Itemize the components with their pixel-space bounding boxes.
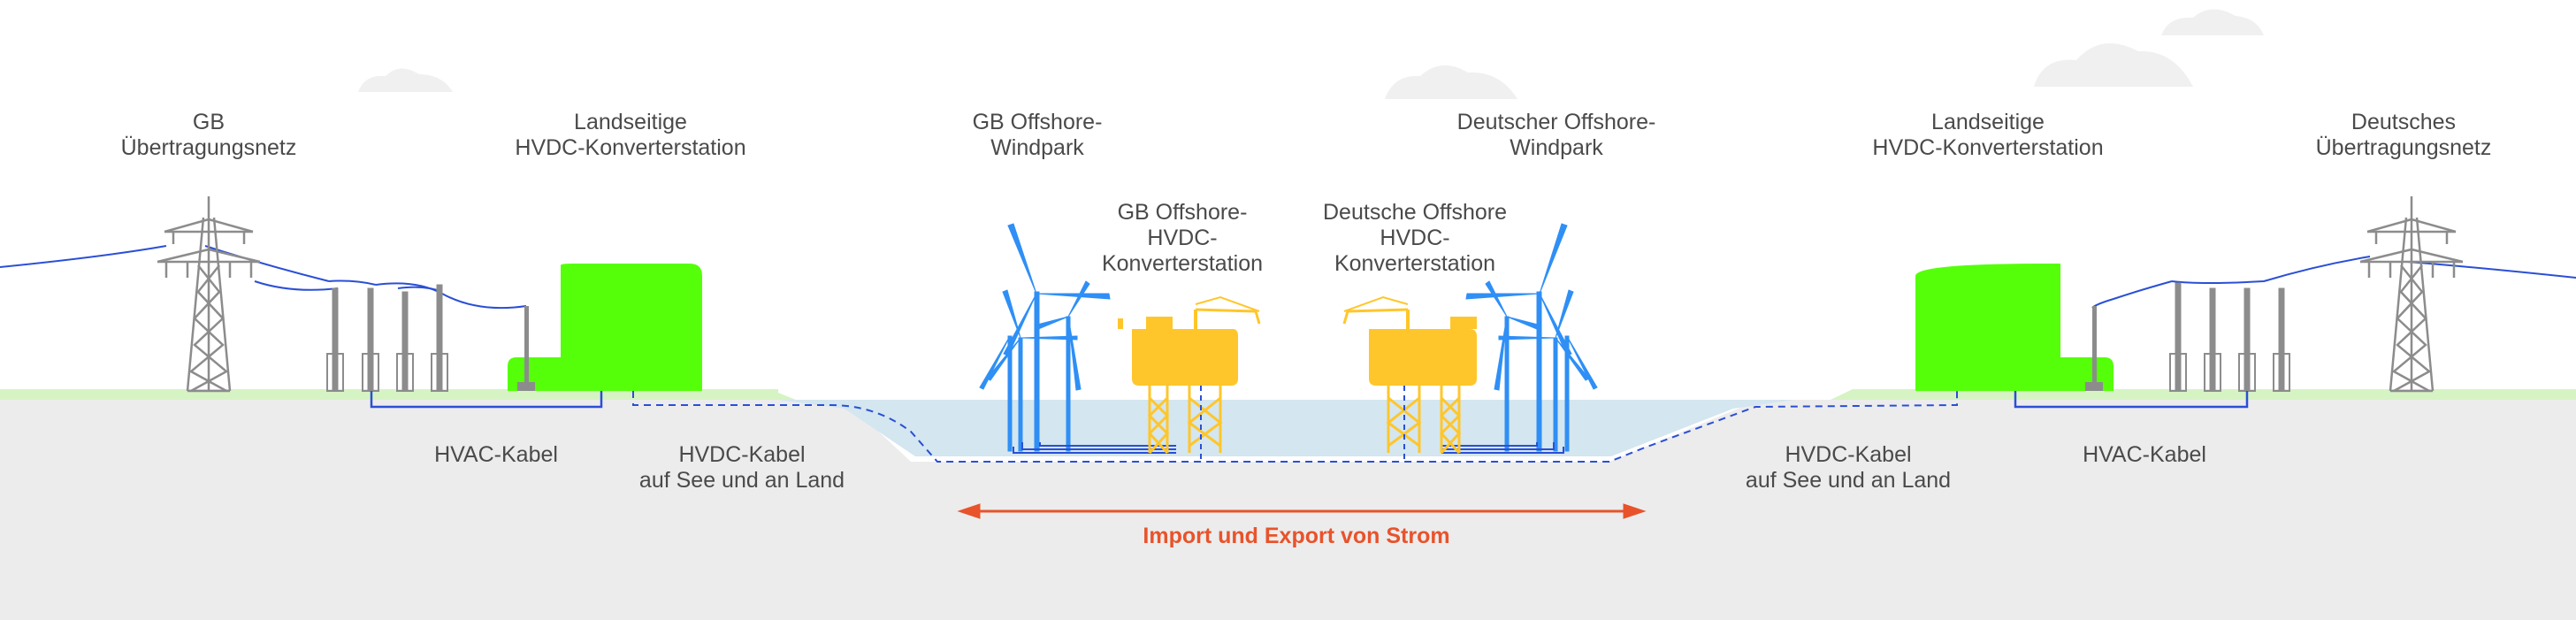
grass-left-slope	[743, 389, 796, 400]
label-line: Landseitige	[574, 110, 687, 134]
label-right-hvac-cable: HVAC-Kabel	[2083, 442, 2206, 468]
wind-park-de	[1441, 223, 1598, 454]
label-line: Windpark	[990, 135, 1084, 160]
label-line: GB	[192, 110, 225, 134]
label-de-grid: Deutsches Übertragungsnetz	[2316, 110, 2492, 161]
cloud-small-right	[2161, 9, 2264, 35]
pylon-right	[2359, 196, 2464, 393]
label-left-onshore-station: Landseitige HVDC-Konverterstation	[515, 110, 745, 161]
label-line: HVDC-	[1147, 226, 1218, 250]
label-line: Konverterstation	[1101, 251, 1264, 276]
label-line: Deutsche Offshore	[1323, 200, 1507, 225]
label-line: Deutscher Offshore-	[1456, 110, 1656, 134]
label-line: Landseitige	[1931, 110, 2045, 134]
label-line: HVDC-Kabel	[678, 442, 806, 467]
label-line: Übertragungsnetz	[2315, 135, 2492, 160]
label-line: GB Offshore-	[1117, 200, 1248, 225]
overhead-line-right	[2091, 256, 2576, 309]
overhead-line-left	[0, 245, 527, 310]
label-line: HVDC-Konverterstation	[1872, 135, 2104, 160]
converter-station-left	[508, 264, 702, 391]
import-export-label: Import und Export von Strom	[1143, 524, 1450, 548]
label-line: Konverterstation	[1334, 251, 1496, 276]
hvac-cable-right	[2014, 391, 2249, 409]
label-line: auf See und an Land	[638, 468, 845, 493]
converter-station-right	[1915, 264, 2114, 391]
label-line: HVDC-	[1380, 226, 1450, 250]
label-line: GB Offshore-	[972, 110, 1103, 134]
grass-right-slope	[1831, 389, 1853, 400]
clouds	[358, 9, 2264, 99]
label-left-hvac-cable: HVAC-Kabel	[434, 442, 558, 468]
label-line: HVAC-Kabel	[2083, 442, 2206, 467]
label-right-onshore-station: Landseitige HVDC-Konverterstation	[1872, 110, 2103, 161]
cloud-center	[1385, 65, 1517, 99]
hvac-cable-left	[370, 391, 603, 409]
label-line: HVDC-Konverterstation	[515, 135, 746, 160]
label-gb-offshore-station: GB Offshore- HVDC- Konverterstation	[1102, 200, 1263, 277]
overhead-line-left-2	[254, 280, 443, 293]
substation-left	[326, 284, 448, 392]
wind-park-gb	[979, 223, 1176, 454]
platform-de	[1342, 295, 1477, 463]
label-de-offshore-station: Deutsche Offshore HVDC- Konverterstation	[1323, 200, 1507, 277]
label-line: HVAC-Kabel	[434, 442, 558, 467]
label-gb-windpark: GB Offshore- Windpark	[973, 110, 1103, 161]
label-de-windpark: Deutscher Offshore- Windpark	[1457, 110, 1656, 161]
label-gb-grid: GB Übertragungsnetz	[121, 110, 297, 161]
label-left-hvdc-cable: HVDC-Kabel auf See und an Land	[639, 442, 845, 494]
label-line: Windpark	[1510, 135, 1603, 160]
platform-gb	[1118, 295, 1261, 463]
label-right-hvdc-cable: HVDC-Kabel auf See und an Land	[1746, 442, 1951, 494]
label-line: auf See und an Land	[1745, 468, 1952, 493]
label-line: Deutsches	[2351, 110, 2457, 134]
pylon-left	[157, 196, 261, 393]
import-export-arrow	[957, 503, 1647, 519]
label-line: HVDC-Kabel	[1785, 442, 1912, 467]
cloud-left	[358, 68, 453, 92]
cloud-right	[2034, 43, 2193, 87]
hvdc-cable-left	[632, 391, 1958, 463]
label-line: Übertragungsnetz	[120, 135, 297, 160]
substation-right	[2169, 282, 2290, 392]
